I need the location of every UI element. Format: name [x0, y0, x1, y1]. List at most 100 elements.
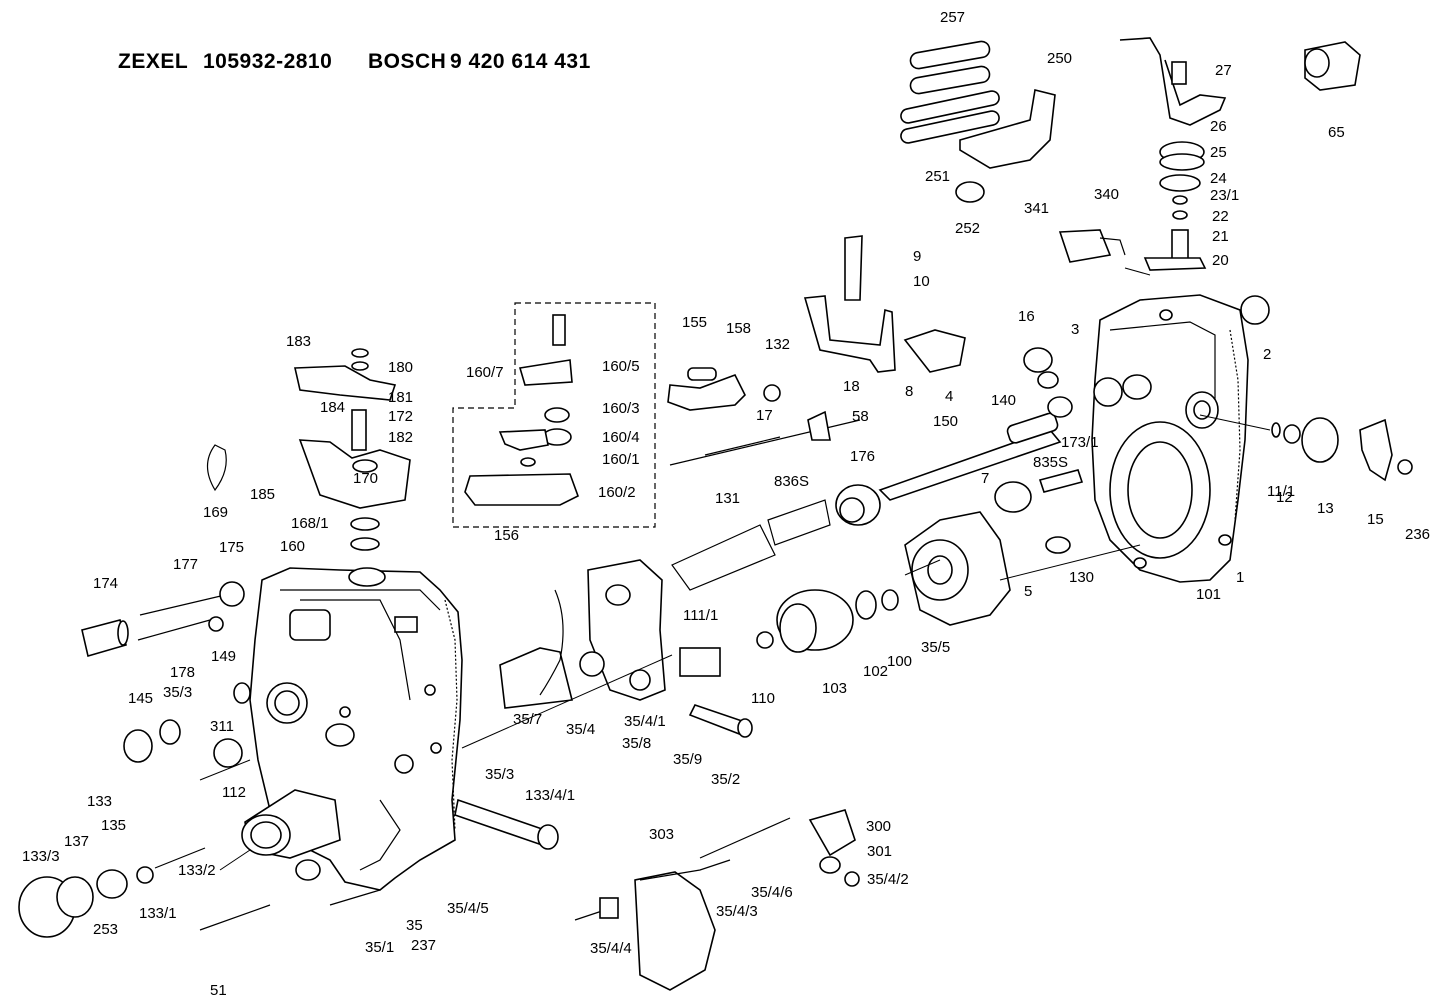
assembly-axis-lines — [199, 267, 1271, 871]
callout-label: 35/4/4 — [590, 940, 632, 957]
callout-label: 35/4/2 — [867, 871, 909, 888]
callout-label: 160/2 — [598, 484, 636, 501]
callout-label: 252 — [955, 220, 980, 237]
callout-label: 170 — [353, 470, 378, 487]
callout-label: 35/4/5 — [447, 900, 489, 917]
parts-300-series — [574, 809, 860, 991]
callout-label: 173/1 — [1061, 434, 1099, 451]
lever-35-assembly — [499, 559, 753, 738]
callout-label: 160/3 — [602, 400, 640, 417]
callout-label: 836S — [774, 473, 809, 490]
assembly-160-boundary — [452, 302, 656, 528]
callout-label: 133/3 — [22, 848, 60, 865]
callout-label: 110 — [751, 690, 775, 707]
callout-label: 16 — [1018, 308, 1035, 325]
flyweight-assembly — [679, 511, 1011, 677]
callout-label: 340 — [1094, 186, 1119, 203]
callout-label: 253 — [93, 921, 118, 938]
callout-label: 175 — [219, 539, 244, 556]
callout-labels: 2572502512522726252423/12221206534034191… — [22, 9, 1430, 999]
callout-label: 27 — [1215, 62, 1232, 79]
callout-label: 135 — [101, 817, 126, 834]
callout-label: 35/3 — [485, 766, 514, 783]
callout-label: 300 — [866, 818, 891, 835]
callout-label: 835S — [1033, 454, 1068, 471]
callout-label: 131 — [715, 490, 740, 507]
callout-label: 35/4/1 — [624, 713, 666, 730]
callout-label: 236 — [1405, 526, 1430, 543]
callout-label: 180 — [388, 359, 413, 376]
callout-label: 160/7 — [466, 364, 504, 381]
callout-label: 21 — [1212, 228, 1229, 245]
callout-label: 183 — [286, 333, 311, 350]
callout-label: 35/4 — [566, 721, 595, 738]
callout-label: 184 — [320, 399, 345, 416]
callout-label: 100 — [887, 653, 912, 670]
callout-label: 10 — [913, 273, 930, 290]
callout-label: 8 — [905, 383, 913, 400]
parts-170-185 — [206, 348, 411, 551]
callout-label: 160/1 — [602, 451, 640, 468]
callout-label: 158 — [726, 320, 751, 337]
callout-label: 301 — [867, 843, 892, 860]
callout-label: 185 — [250, 486, 275, 503]
callout-label: 140 — [991, 392, 1016, 409]
callout-label: 102 — [863, 663, 888, 680]
callout-label: 20 — [1212, 252, 1229, 269]
callout-label: 26 — [1210, 118, 1227, 135]
callout-label: 35/7 — [513, 711, 542, 728]
callout-label: 150 — [933, 413, 958, 430]
callout-label: 174 — [93, 575, 118, 592]
callout-label: 3 — [1071, 321, 1079, 338]
callout-label: 35/5 — [921, 639, 950, 656]
callout-label: 17 — [756, 407, 773, 424]
callout-label: 169 — [203, 504, 228, 521]
callout-label: 133/2 — [178, 862, 216, 879]
callout-label: 133/4/1 — [525, 787, 575, 804]
callout-label: 303 — [649, 826, 674, 843]
callout-label: 257 — [940, 9, 965, 26]
callout-label: 35/2 — [711, 771, 740, 788]
callout-label: 182 — [388, 429, 413, 446]
callout-label: 160/5 — [602, 358, 640, 375]
parts-257-250-251 — [900, 40, 1056, 203]
callout-label: 35/9 — [673, 751, 702, 768]
callout-label: 160 — [280, 538, 305, 555]
callout-label: 24 — [1210, 170, 1227, 187]
brand-bosch: BOSCH — [368, 50, 447, 73]
callout-label: 22 — [1212, 208, 1229, 225]
callout-label: 35/8 — [622, 735, 651, 752]
callout-label: 15 — [1367, 511, 1384, 528]
parts-132-158 — [667, 367, 861, 466]
callout-label: 5 — [1024, 583, 1032, 600]
callout-label: 177 — [173, 556, 198, 573]
callout-label: 65 — [1328, 124, 1345, 141]
levers-9-17-340 — [803, 229, 1126, 373]
callout-label: 133/1 — [139, 905, 177, 922]
callout-label: 111/1 — [683, 607, 718, 624]
callout-label: 145 — [128, 690, 153, 707]
callout-label: 133 — [87, 793, 112, 810]
callout-label: 160/4 — [602, 429, 640, 446]
callout-label: 35/3 — [163, 684, 192, 701]
pump-housing — [241, 567, 463, 891]
screws-174-175 — [81, 581, 251, 768]
callout-label: 51 — [210, 982, 227, 999]
callout-label: 13 — [1317, 500, 1334, 517]
bosch-part-number: 9 420 614 431 — [450, 50, 591, 73]
callout-label: 35 — [406, 917, 423, 934]
callout-label: 156 — [494, 527, 519, 544]
callout-label: 103 — [822, 680, 847, 697]
callout-label: 137 — [64, 833, 89, 850]
callout-label: 172 — [388, 408, 413, 425]
callout-label: 250 — [1047, 50, 1072, 67]
callout-label: 181 — [388, 389, 413, 406]
zexel-part-number: 105932-2810 — [203, 50, 333, 73]
callout-label: 23/1 — [1210, 187, 1239, 204]
callout-label: 101 — [1196, 586, 1221, 603]
callout-label: 132 — [765, 336, 790, 353]
brand-zexel: ZEXEL — [118, 50, 189, 73]
callout-label: 168/1 — [291, 515, 329, 532]
